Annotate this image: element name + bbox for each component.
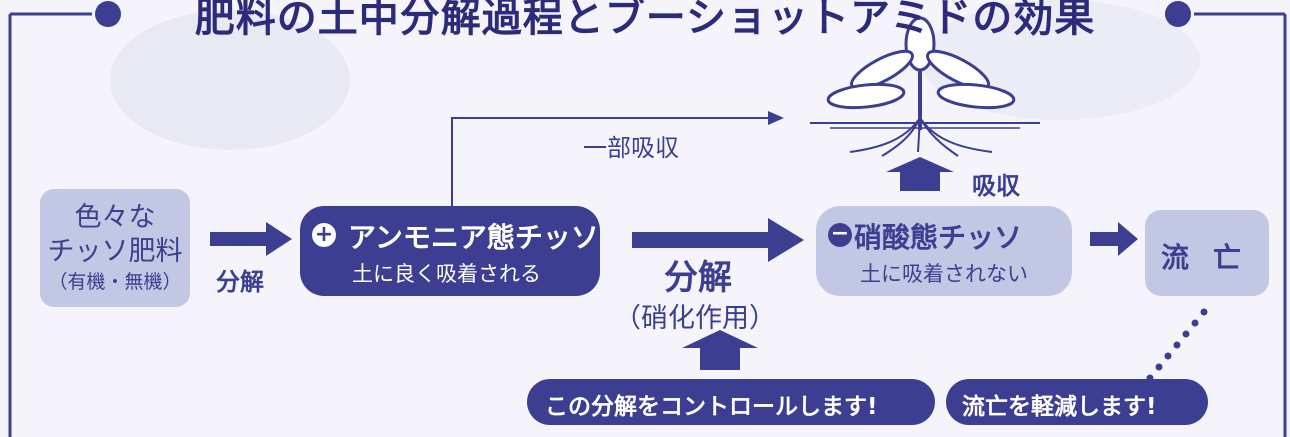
plus-sign-icon: +: [312, 223, 336, 247]
control-decomposition-pill: この分解をコントロールします!: [527, 379, 935, 425]
leaching-box: 流亡: [1145, 210, 1269, 296]
arrow-control-up: [682, 330, 758, 370]
nitrate-title: 硝酸態チッソ: [854, 221, 1023, 254]
nitrate-nitrogen-box: − 硝酸態チッソ 土に吸着されない: [816, 206, 1072, 296]
arrow-partial-absorption: [451, 111, 784, 206]
arrow-decompose: [210, 222, 292, 256]
diagram-title: 肥料の土中分解過程とブーショットアミドの効果: [194, 0, 1096, 41]
title-dot-left: [95, 1, 121, 27]
decompose-label: 分解: [216, 268, 264, 296]
fertilizer-box-line2: チッソ肥料: [47, 236, 183, 267]
reduce-leaching-pill: 流亡を軽減します!: [946, 379, 1208, 425]
fertilizer-box: 色々な チッソ肥料 （有機・無機）: [40, 189, 190, 307]
reduce-leaching-text: 流亡を軽減します!: [962, 394, 1157, 420]
arrow-nitrification: [632, 218, 804, 262]
arrow-absorb-up: [886, 157, 954, 191]
absorption-label: 吸収: [972, 172, 1020, 200]
plant-icon: [810, 16, 1040, 157]
ammonium-title: アンモニア態チッソ: [348, 221, 599, 254]
ammonium-nitrogen-box: + アンモニア態チッソ 土に良く吸着される: [300, 206, 600, 296]
title-dot-right: [1165, 1, 1191, 27]
fertilizer-box-line1: 色々な: [74, 202, 156, 233]
ammonium-subtitle: 土に良く吸着される: [352, 262, 541, 286]
fertilizer-box-line3: （有機・無機）: [48, 271, 182, 293]
minus-sign-icon: −: [828, 223, 852, 247]
control-decomposition-text: この分解をコントロールします!: [545, 394, 878, 420]
dotted-connector: [1146, 308, 1208, 382]
nitrification-label: 分解: [664, 258, 732, 298]
partial-absorption-label: 一部吸収: [583, 134, 679, 162]
nitrate-subtitle: 土に吸着されない: [860, 262, 1028, 286]
nitrification-sublabel: （硝化作用）: [614, 303, 776, 334]
background-blob: [110, 10, 350, 150]
arrow-to-loss: [1090, 222, 1138, 256]
leaching-label: 流亡: [1160, 241, 1265, 274]
